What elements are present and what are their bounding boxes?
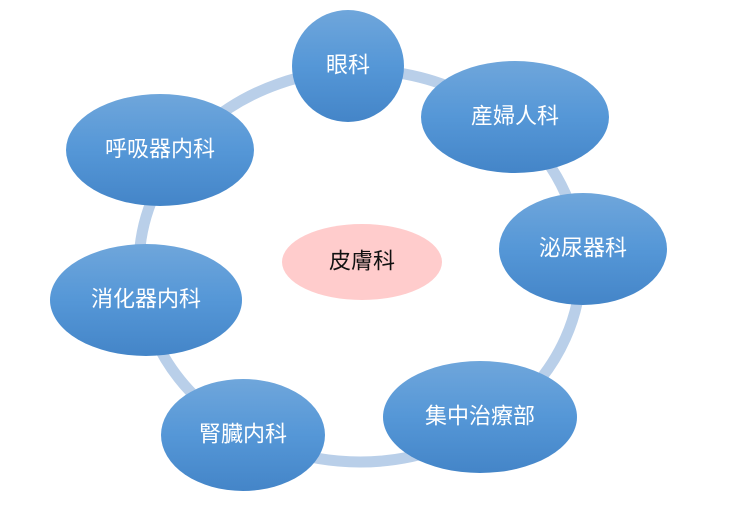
center-node-label: 皮膚科 — [329, 250, 395, 275]
node-obstetrics-gynecology[interactable]: 産婦人科 — [421, 61, 609, 173]
node-label: 眼科 — [326, 54, 370, 79]
node-urology[interactable]: 泌尿器科 — [499, 193, 667, 305]
node-label: 腎臓内科 — [199, 423, 287, 448]
node-intensive-care[interactable]: 集中治療部 — [383, 361, 577, 473]
node-label: 消化器内科 — [91, 288, 201, 313]
node-label: 泌尿器科 — [539, 237, 627, 262]
node-pulmonology[interactable]: 呼吸器内科 — [66, 94, 254, 206]
node-label: 呼吸器内科 — [105, 138, 215, 163]
node-gastroenterology[interactable]: 消化器内科 — [50, 244, 242, 356]
center-node[interactable]: 皮膚科 — [282, 224, 442, 300]
node-label: 集中治療部 — [425, 405, 535, 430]
node-label: 産婦人科 — [471, 105, 559, 130]
node-ophthalmology[interactable]: 眼科 — [292, 10, 404, 122]
node-nephrology[interactable]: 腎臓内科 — [161, 379, 325, 491]
